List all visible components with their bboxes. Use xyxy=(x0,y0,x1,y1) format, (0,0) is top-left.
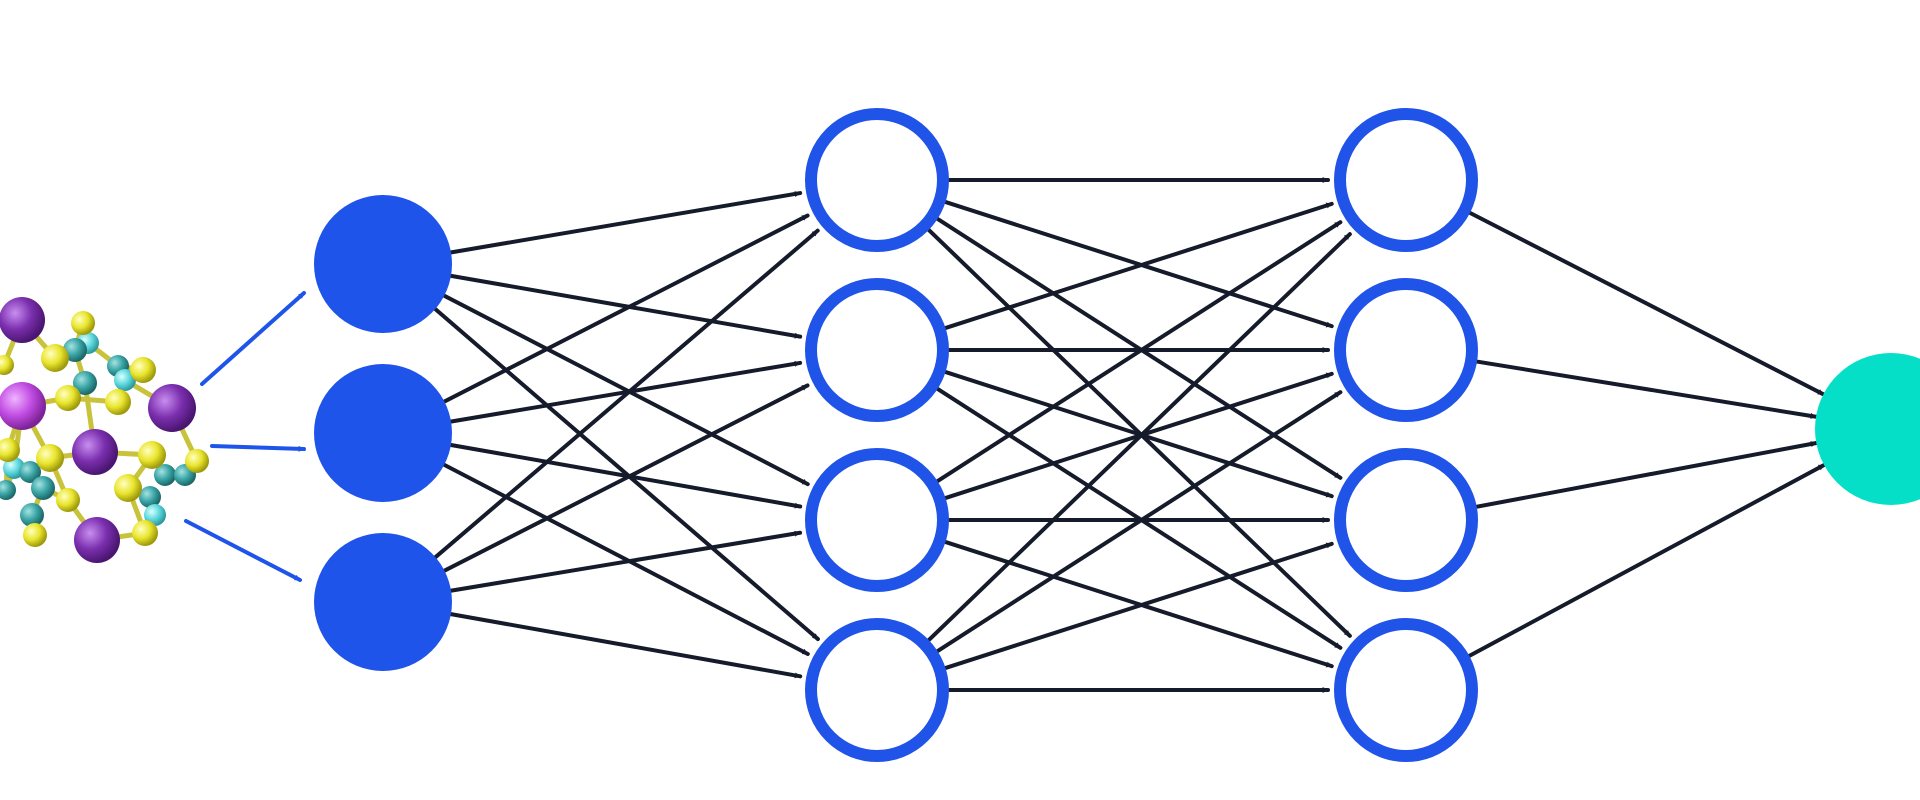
molecule-atom xyxy=(139,486,161,508)
molecule-atom xyxy=(138,441,166,469)
molecule-atom xyxy=(114,474,142,502)
molecule-atom xyxy=(36,444,64,472)
molecule-atom xyxy=(130,357,156,383)
molecule-atom xyxy=(0,438,20,462)
molecule-atom xyxy=(185,449,209,473)
molecule-atom xyxy=(148,384,196,432)
edge-l3-n1-to-l4-n1 xyxy=(1460,207,1826,397)
edge-l3-n4-to-l4-n1 xyxy=(1460,463,1827,662)
edge-l1-n1-to-l2-n2 xyxy=(444,272,803,339)
edge-l2-n3-to-l3-n4 xyxy=(935,537,1334,669)
output-node-1 xyxy=(1815,353,1920,505)
edge-l1-n3-to-l2-n2 xyxy=(438,383,810,575)
edge-l2-n4-to-l3-n3 xyxy=(935,541,1334,673)
molecule-atom xyxy=(19,461,41,483)
molecule-atom xyxy=(71,311,95,335)
hidden-2-node-3 xyxy=(1334,448,1478,592)
edge-l1-n2-to-l2-n1 xyxy=(437,213,810,406)
molecule-atom xyxy=(56,488,80,512)
molecule-atom xyxy=(23,523,47,547)
molecule-atom xyxy=(0,297,45,343)
edge-l1-n2-to-l2-n2 xyxy=(444,360,803,425)
molecule-atom xyxy=(73,371,97,395)
molecule-atom xyxy=(0,382,46,430)
edge-l2-n4-to-l3-n1 xyxy=(921,232,1352,648)
edge-l1-n2-to-l2-n4 xyxy=(437,460,810,657)
network-edges xyxy=(429,177,1827,693)
edge-l2-n1-to-l3-n2 xyxy=(935,197,1334,329)
molecule-atom xyxy=(144,504,166,526)
edge-l2-n4-to-l3-n2 xyxy=(928,390,1343,658)
hidden-1-node-1 xyxy=(805,108,949,252)
edge-l1-n2-to-l2-n3 xyxy=(444,442,803,509)
input-node-3 xyxy=(314,533,452,671)
molecule-arrow-3 xyxy=(184,519,302,582)
input-node-2 xyxy=(314,364,452,502)
hidden-1-node-2 xyxy=(805,278,949,422)
molecule-atom xyxy=(20,503,44,527)
input-node-1 xyxy=(314,195,452,333)
edge-l3-n2-to-l4-n1 xyxy=(1467,358,1818,419)
molecule-arrow-1 xyxy=(200,291,306,386)
molecule-atom xyxy=(114,369,136,391)
hidden-2-node-1 xyxy=(1334,108,1478,252)
edge-l2-n3-to-l3-n1 xyxy=(928,220,1343,488)
molecule-atom xyxy=(63,338,87,362)
molecule-atom xyxy=(55,385,81,411)
edge-l2-n1-to-l3-n4 xyxy=(921,222,1352,638)
molecule-atom xyxy=(31,476,55,500)
edge-l1-n3-to-l2-n4 xyxy=(444,611,803,679)
molecule-atom xyxy=(105,389,131,415)
edge-l2-n2-to-l3-n3 xyxy=(935,367,1334,499)
edge-l2-n2-to-l3-n4 xyxy=(928,382,1343,650)
edge-l2-n3-to-l3-n2 xyxy=(935,371,1334,503)
edge-l1-n1-to-l2-n4 xyxy=(429,303,820,642)
hidden-1-node-3 xyxy=(805,448,949,592)
network-nodes xyxy=(314,108,1920,762)
molecule-to-input-arrows xyxy=(184,291,306,582)
molecule-atom xyxy=(154,464,176,486)
molecule-atoms xyxy=(0,297,209,563)
edge-l1-n1-to-l2-n3 xyxy=(437,291,810,487)
molecule-atom xyxy=(132,520,158,546)
edge-l1-n1-to-l2-n1 xyxy=(444,191,803,256)
molecule-atom xyxy=(72,429,118,475)
hidden-2-node-2 xyxy=(1334,278,1478,422)
molecule-arrow-2 xyxy=(210,444,306,452)
edge-l1-n3-to-l2-n3 xyxy=(444,530,803,594)
molecule-atom xyxy=(0,480,16,500)
molecule-atom xyxy=(41,344,69,372)
hidden-1-node-4 xyxy=(805,618,949,762)
molecule-atom xyxy=(74,517,120,563)
hidden-2-node-4 xyxy=(1334,618,1478,762)
edge-l2-n2-to-l3-n1 xyxy=(935,201,1334,333)
edge-l1-n3-to-l2-n1 xyxy=(429,228,820,563)
molecule-atom xyxy=(0,355,14,375)
edge-l3-n3-to-l4-n1 xyxy=(1466,441,1819,511)
molecule-icon xyxy=(0,297,209,563)
